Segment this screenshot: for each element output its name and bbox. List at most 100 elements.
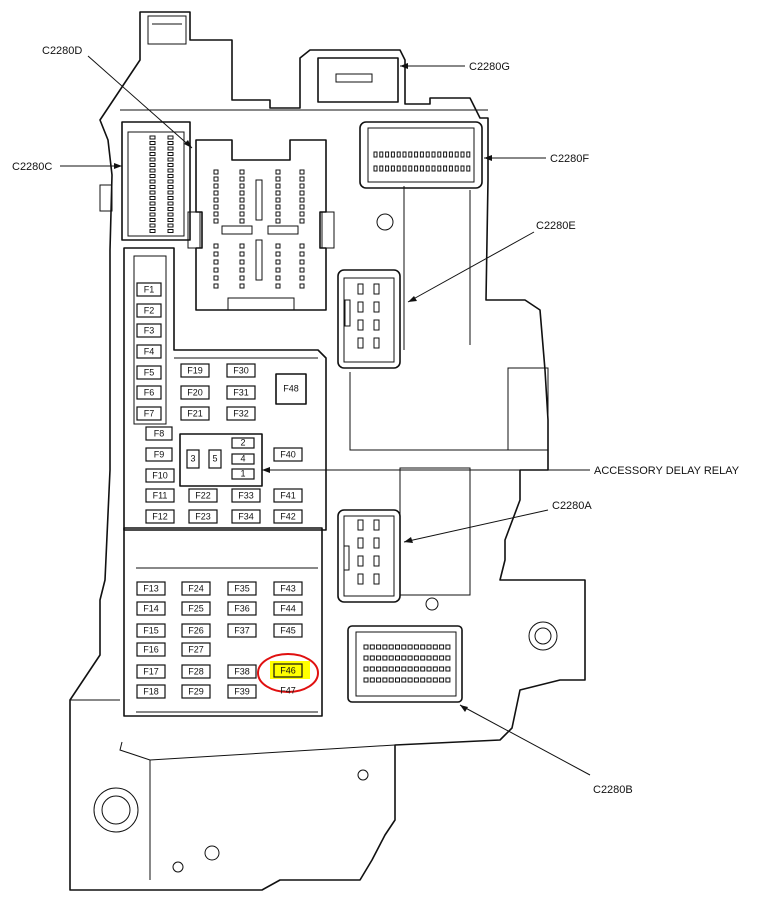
connector-pin	[376, 677, 382, 683]
fuse-f2: F2	[136, 303, 162, 318]
fuse-f40: F40	[273, 447, 303, 462]
fuse-f33: F33	[231, 488, 261, 503]
fuse-f5: F5	[136, 365, 162, 380]
connector-c2280e-body	[337, 269, 401, 369]
connector-pin	[149, 168, 156, 173]
connector-pin	[299, 283, 305, 289]
connector-c2280f-body	[359, 121, 483, 189]
fuse-label: F34	[238, 511, 254, 521]
connector-pin	[149, 141, 156, 145]
connector-pin	[275, 183, 281, 189]
fuse-label: F35	[234, 583, 250, 593]
connector-pin	[431, 151, 436, 158]
connector-pin	[213, 176, 219, 182]
fuse-f7: F7	[136, 406, 162, 421]
connector-pin	[439, 655, 445, 661]
connector-pin	[382, 677, 388, 683]
connector-pin	[369, 644, 375, 650]
fuse-label: F21	[187, 408, 203, 418]
connector-c2280d-body	[187, 139, 335, 311]
connector-pin	[445, 677, 451, 683]
connector-pin	[414, 165, 419, 172]
connector-pin	[443, 165, 448, 172]
connector-c2280c-body	[99, 121, 191, 241]
connector-pin	[437, 151, 442, 158]
fuse-label: F41	[280, 490, 296, 500]
connector-c2280g-body	[317, 57, 399, 103]
connector-pin	[413, 677, 419, 683]
fuse-label: F23	[195, 511, 211, 521]
connector-pin	[213, 267, 219, 273]
fuse-f19: F19	[180, 363, 210, 378]
connector-pin	[373, 301, 380, 313]
connector-pin	[401, 666, 407, 672]
label-c2280c: C2280C	[12, 161, 52, 173]
relay-pin-label: 1	[240, 468, 245, 478]
label-c2280a: C2280A	[552, 500, 592, 512]
fuse-f29: F29	[181, 684, 211, 699]
fuse-f35: F35	[227, 581, 257, 596]
connector-pin	[299, 259, 305, 265]
connector-pin	[401, 644, 407, 650]
accessory-delay-relay: 2 3 5 4 1	[186, 437, 255, 480]
fuse-f41: F41	[273, 488, 303, 503]
connector-pin	[167, 146, 174, 151]
relay-pin-label: 2	[240, 437, 245, 447]
connector-pin	[376, 655, 382, 661]
connector-pin	[437, 165, 442, 172]
connector-pin	[432, 666, 438, 672]
connector-pin	[167, 179, 174, 184]
connector-pin	[239, 259, 245, 265]
connector-pin	[275, 218, 281, 224]
fuse-label: F9	[154, 449, 165, 459]
connector-pin	[167, 190, 174, 195]
connector-pin	[299, 243, 305, 249]
connector-pin	[167, 185, 174, 189]
connector-pin	[239, 218, 245, 224]
fuse-f46: F46	[273, 663, 303, 678]
connector-pin	[363, 666, 369, 672]
connector-pin	[402, 151, 407, 158]
connector-pin	[167, 135, 174, 140]
connector-pin	[373, 151, 378, 158]
connector-pin	[167, 157, 174, 162]
connector-pin	[213, 275, 219, 281]
fuse-f44: F44	[273, 601, 303, 616]
connector-pin	[363, 655, 369, 661]
fuse-label: F22	[195, 490, 211, 500]
fuse-f9: F9	[145, 447, 173, 462]
connector-pin	[299, 251, 305, 257]
fuse-label: F20	[187, 387, 203, 397]
connector-pin	[376, 644, 382, 650]
connector-pin	[460, 165, 465, 172]
fuse-f24: F24	[181, 581, 211, 596]
connector-pin	[420, 655, 426, 661]
fuse-label: F30	[233, 365, 249, 375]
fuse-f20: F20	[180, 385, 210, 400]
connector-pin	[431, 165, 436, 172]
connector-pin	[363, 677, 369, 683]
fuse-f17: F17	[136, 664, 166, 679]
fuse-f16: F16	[136, 642, 166, 657]
fuse-f31: F31	[226, 385, 256, 400]
connector-pin	[239, 267, 245, 273]
connector-pin	[379, 165, 384, 172]
relay-pin-label: 3	[190, 453, 195, 463]
fuse-f12: F12	[145, 509, 175, 524]
connector-pin	[344, 299, 351, 327]
connector-pin	[299, 197, 305, 203]
fuse-panel-outline	[123, 247, 327, 717]
connector-pin	[408, 165, 413, 172]
connector-pin	[407, 655, 413, 661]
connector-pin	[275, 267, 281, 273]
connector-pin	[167, 223, 174, 228]
fuse-f47: F47	[280, 685, 296, 695]
connector-pin	[454, 151, 459, 158]
connector-pin	[299, 190, 305, 196]
connector-pin	[299, 218, 305, 224]
fuse-f39: F39	[227, 684, 257, 699]
connector-pin	[275, 204, 281, 210]
connector-pin	[413, 666, 419, 672]
fuse-f11: F11	[145, 488, 175, 503]
fuse-label: F4	[144, 346, 155, 356]
